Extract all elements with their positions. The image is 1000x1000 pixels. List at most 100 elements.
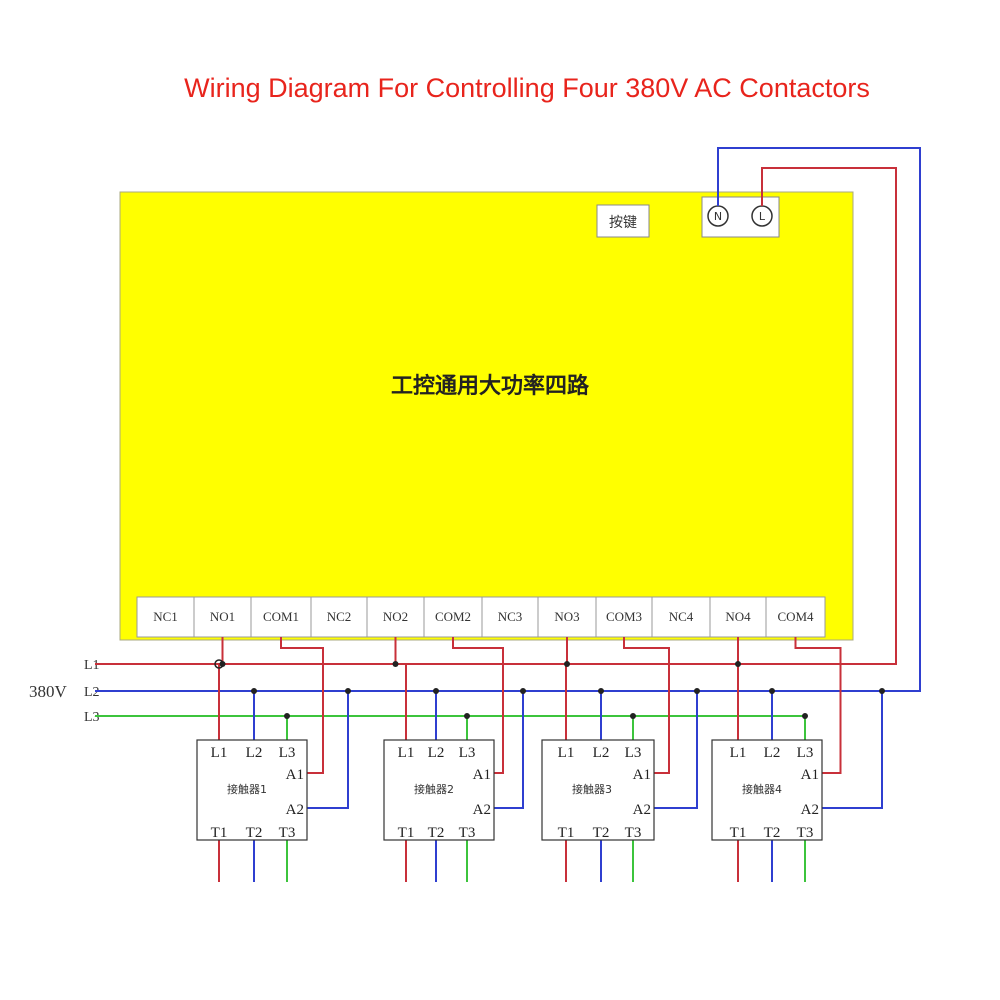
contactor-2-coil-a1: A1 <box>473 767 491 783</box>
terminal-label-nc4: NC4 <box>669 609 694 624</box>
contactor-3-input-l3: L3 <box>625 745 642 761</box>
contactor-3-coil-a2: A2 <box>633 802 651 818</box>
contactor-4-output-t1: T1 <box>730 825 747 841</box>
terminal-com2 <box>423 596 483 638</box>
contactor-4-coil-a1: A1 <box>801 767 819 783</box>
contactor-1-output-t2: T2 <box>246 825 263 841</box>
contactor-4 <box>711 739 823 841</box>
contactor-3-coil-a1: A1 <box>633 767 651 783</box>
contactor-1-l1-junction <box>214 659 224 669</box>
terminal-label-nc2: NC2 <box>327 609 352 624</box>
contactor-1-a2-wire <box>307 691 349 809</box>
contactor-3-output-t3: T3 <box>625 825 642 841</box>
neutral-feed-wire <box>717 147 921 692</box>
diagram-title: Wiring Diagram For Controlling Four 380V… <box>184 73 870 103</box>
terminal-no1 <box>193 596 252 638</box>
board-button <box>596 204 650 238</box>
com3-to-a1-wire <box>623 637 670 774</box>
contactor-1-output-t3: T3 <box>279 825 296 841</box>
terminal-label-com1: COM1 <box>263 609 299 624</box>
contactor-4-output-t3: T3 <box>797 825 814 841</box>
contactor-3-a2-junction <box>694 688 700 694</box>
contactor-2 <box>383 739 495 841</box>
contactor-3-input-l2: L2 <box>593 745 610 761</box>
contactor-1-output-t1: T1 <box>211 825 228 841</box>
contactor-4-output-t2: T2 <box>764 825 781 841</box>
contactor-1-input-l2: L2 <box>246 745 263 761</box>
contactor-3-name: 接触器3 <box>572 782 612 796</box>
contactor-3 <box>541 739 655 841</box>
contactor-2-input-l3: L3 <box>459 745 476 761</box>
no4-junction <box>735 661 741 667</box>
contactor-1-name: 接触器1 <box>227 782 267 796</box>
contactor-2-output-t2: T2 <box>428 825 445 841</box>
terminal-no3 <box>537 596 597 638</box>
contactor-3-output-t2: T2 <box>593 825 610 841</box>
terminal-nc3 <box>481 596 539 638</box>
contactor-4-a2-wire <box>822 691 883 809</box>
terminal-label-com2: COM2 <box>435 609 471 624</box>
terminal-com1 <box>250 596 312 638</box>
terminal-label-no4: NO4 <box>725 609 751 624</box>
contactor-4-coil-a2: A2 <box>801 802 819 818</box>
terminal-label-com3: COM3 <box>606 609 642 624</box>
contactor-2-coil-a2: A2 <box>473 802 491 818</box>
terminal-label-no3: NO3 <box>554 609 579 624</box>
com4-to-a1-wire <box>794 637 842 774</box>
contactor-2-input-l2: L2 <box>428 745 445 761</box>
contactor-3-input-l1: L1 <box>558 745 575 761</box>
terminal-nc4 <box>651 596 711 638</box>
wires <box>95 147 921 882</box>
contactor-1 <box>196 739 308 841</box>
contactor-1-a2-junction <box>345 688 351 694</box>
contactor-2-l3-junction <box>464 713 470 719</box>
terminal-no4 <box>709 596 767 638</box>
terminal-label-nc1: NC1 <box>153 609 178 624</box>
com1-to-a1-wire <box>280 637 324 774</box>
contactor-1-coil-a2: A2 <box>286 802 304 818</box>
voltage-label: 380V <box>29 682 68 701</box>
contactor-2-a2-junction <box>520 688 526 694</box>
contactor-3-a2-wire <box>654 691 698 809</box>
terminal-com4 <box>765 596 826 638</box>
no2-junction <box>392 661 399 667</box>
terminal-label-nc3: NC3 <box>498 609 523 624</box>
contactor-2-input-l1: L1 <box>398 745 415 761</box>
terminal-nc2 <box>310 596 368 638</box>
com2-to-a1-wire <box>452 637 504 774</box>
line-label-l1: L1 <box>84 658 100 673</box>
contactor-2-output-t1: T1 <box>398 825 415 841</box>
contactor-4-a2-junction <box>879 688 885 694</box>
board-name: 工控通用大功率四路 <box>391 373 590 399</box>
contactor-4-input-l1: L1 <box>730 745 747 761</box>
contactor-2-output-t3: T3 <box>459 825 476 841</box>
contactor-1-l3-junction <box>284 713 290 719</box>
contactor-2-a2-wire <box>494 691 524 809</box>
contactor-4-input-l2: L2 <box>764 745 781 761</box>
contactor-1-input-l1: L1 <box>211 745 228 761</box>
contactor-3-l2-junction <box>598 688 604 694</box>
contactor-4-l2-junction <box>769 688 775 694</box>
terminal-l-label: L <box>759 210 766 223</box>
contactor-3-l3-junction <box>630 713 636 719</box>
contactor-1-input-l3: L3 <box>279 745 296 761</box>
no3-junction <box>564 661 570 667</box>
line-label-l2: L2 <box>84 685 100 700</box>
contactor-4-name: 接触器4 <box>742 782 782 796</box>
terminal-no2 <box>366 596 425 638</box>
terminal-label-no2: NO2 <box>383 609 408 624</box>
contactor-2-name: 接触器2 <box>414 782 454 796</box>
live-feed-wire <box>761 167 897 665</box>
contactor-3-output-t1: T1 <box>558 825 575 841</box>
contactor-1-coil-a1: A1 <box>286 767 304 783</box>
contactor-2-l2-junction <box>433 688 439 694</box>
terminal-label-no1: NO1 <box>210 609 235 624</box>
board-button-label: 按键 <box>609 215 637 231</box>
contactor-4-l3-junction <box>802 713 808 719</box>
terminal-com3 <box>595 596 653 638</box>
relay-board <box>119 191 854 641</box>
line-label-l3: L3 <box>84 710 100 725</box>
